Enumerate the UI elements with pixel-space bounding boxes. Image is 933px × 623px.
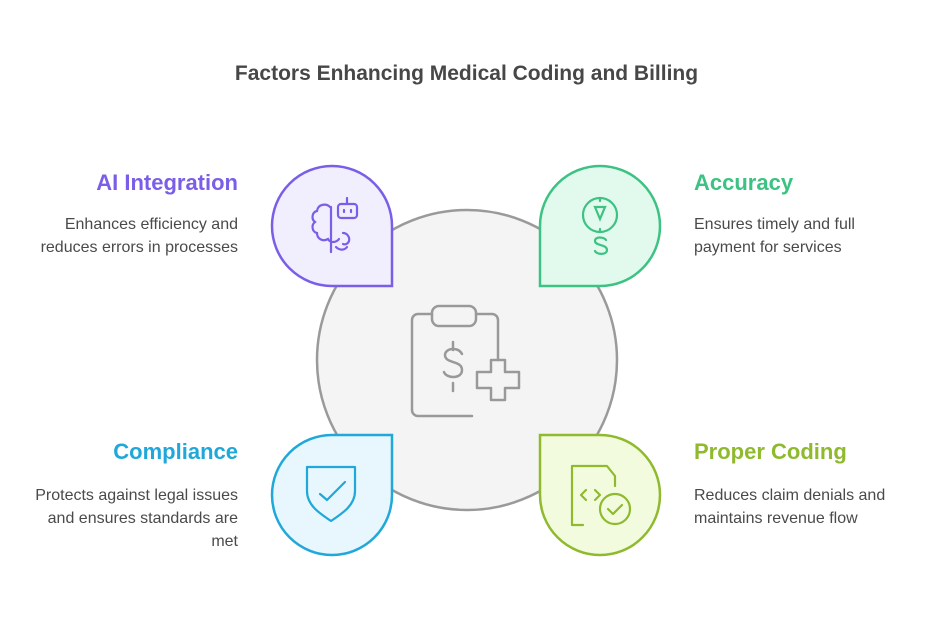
clock-dollar-icon (581, 196, 619, 255)
accuracy-title: Accuracy (694, 170, 794, 195)
compliance-description: Protects against legal issues and ensure… (35, 487, 238, 550)
clipboard-dollar-medical-icon (410, 304, 521, 418)
proper-coding-title: Proper Coding (694, 439, 847, 464)
shield-check-icon (305, 465, 357, 523)
ai-integration-title: AI Integration (96, 170, 238, 195)
code-file-check-icon (570, 464, 632, 527)
page-title: Factors Enhancing Medical Coding and Bil… (234, 62, 699, 85)
proper-coding-description: Reduces claim denials and maintains reve… (694, 487, 886, 527)
accuracy-description: Ensures timely and full payment for serv… (694, 216, 855, 256)
brain-robot-icon (311, 196, 359, 254)
petal-accuracy (538, 164, 662, 288)
ai-integration-description: Enhances efficiency and reduces errors i… (40, 216, 238, 256)
compliance-title: Compliance (113, 439, 238, 464)
